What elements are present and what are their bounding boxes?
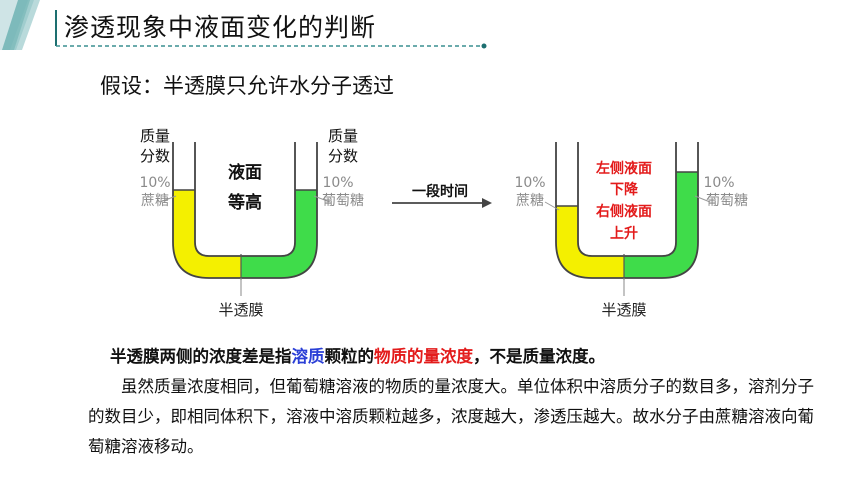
bold-red-term: 物质的量浓度 [374, 347, 473, 366]
center-label-1: 液面 [228, 162, 262, 183]
note-line-2: 下降 [610, 181, 639, 198]
after-right-conc: 10% [703, 175, 734, 191]
bold-part-2: 颗粒的 [324, 347, 375, 366]
after-left-conc: 10% [514, 175, 545, 191]
note-line-4: 上升 [610, 225, 638, 242]
center-label-2: 等高 [228, 192, 262, 213]
time-arrow [392, 198, 492, 208]
bold-part-3: ，不是质量浓度。 [473, 347, 605, 366]
after-left-solute: 蔗糖 [516, 193, 544, 209]
title-underline [55, 10, 487, 49]
membrane-label-right: 半透膜 [601, 301, 646, 319]
left-solute: 蔗糖 [141, 193, 169, 209]
hypothesis-text: 假设：半透膜只允许水分子透过 [100, 74, 394, 98]
note-line-3: 右侧液面 [595, 203, 652, 220]
left-label-mass-2: 分数 [140, 147, 170, 165]
right-label-mass-1: 质量 [328, 127, 358, 145]
bold-part-1: 半透膜两侧的浓度差是指 [110, 347, 292, 366]
arrow-label: 一段时间 [412, 183, 468, 200]
bold-blue-term: 溶质 [291, 347, 325, 366]
left-label-mass-1: 质量 [140, 127, 170, 145]
u-tube-after [544, 142, 711, 296]
osmosis-diagram: 质量 分数 10% 蔗糖 质量 分数 10% 葡萄糖 液面 等高 半透膜 一段时… [139, 127, 748, 319]
explanation-body: 虽然质量浓度相同，但葡萄糖溶液的物质的量浓度大。单位体积中溶质分子的数目多，溶剂… [88, 377, 814, 456]
corner-decoration [0, 0, 40, 50]
note-line-1: 左侧液面 [595, 160, 652, 177]
page-title: 渗透现象中液面变化的判断 [64, 13, 377, 42]
u-tube-before [159, 142, 331, 296]
explanation-bold: 半透膜两侧的浓度差是指溶质颗粒的物质的量浓度，不是质量浓度。 [110, 342, 840, 372]
membrane-label-left: 半透膜 [218, 301, 263, 319]
right-solute: 葡萄糖 [322, 193, 364, 209]
right-conc: 10% [322, 175, 353, 191]
after-right-solute: 葡萄糖 [706, 193, 748, 209]
right-label-mass-2: 分数 [328, 147, 358, 165]
left-conc: 10% [139, 175, 170, 191]
